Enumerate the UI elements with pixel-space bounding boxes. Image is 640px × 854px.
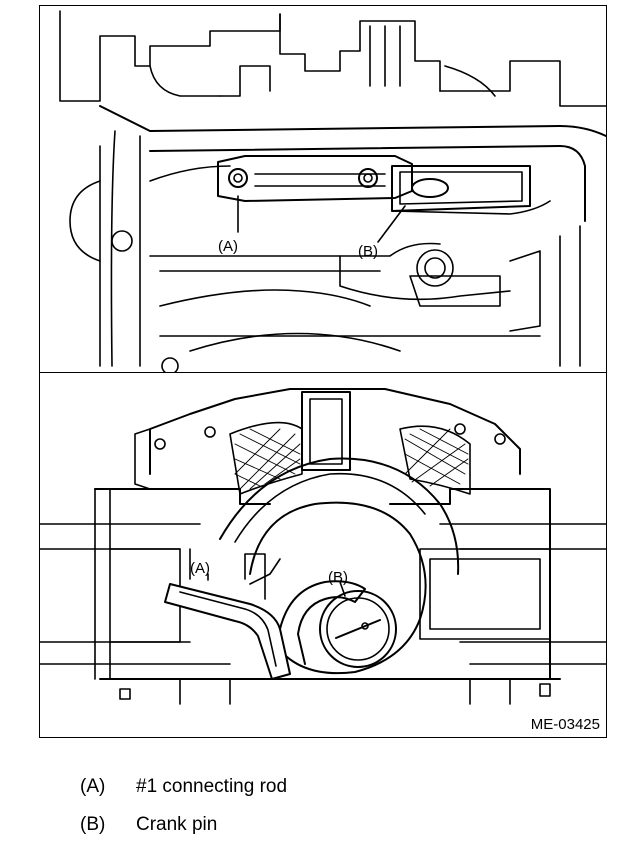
legend-key: (B): [80, 814, 106, 835]
top-view-drawing: (A) (B): [59, 10, 606, 372]
panel-divider: [40, 372, 606, 373]
legend-item: (A) #1 connecting rod: [80, 768, 287, 806]
bottom-view-panel: (A) (B): [40, 374, 606, 737]
legend-label: #1 connecting rod: [136, 776, 288, 797]
bottom-callout-a: (A): [190, 560, 210, 577]
legend-key: (A): [80, 776, 106, 797]
top-callout-a: (A): [218, 238, 238, 255]
legend: (A) #1 connecting rod (B) Crank pin: [80, 768, 287, 844]
legend-label: Crank pin: [136, 814, 218, 835]
top-callout-b: (B): [358, 243, 378, 260]
bottom-view-drawing: (A) (B): [40, 388, 606, 705]
top-view-panel: (A) (B): [40, 6, 606, 372]
diagram-frame: (A) (B): [39, 5, 607, 738]
legend-item: (B) Crank pin: [80, 806, 287, 844]
bottom-callout-b: (B): [328, 569, 348, 586]
figure-code: ME-03425: [530, 716, 600, 733]
